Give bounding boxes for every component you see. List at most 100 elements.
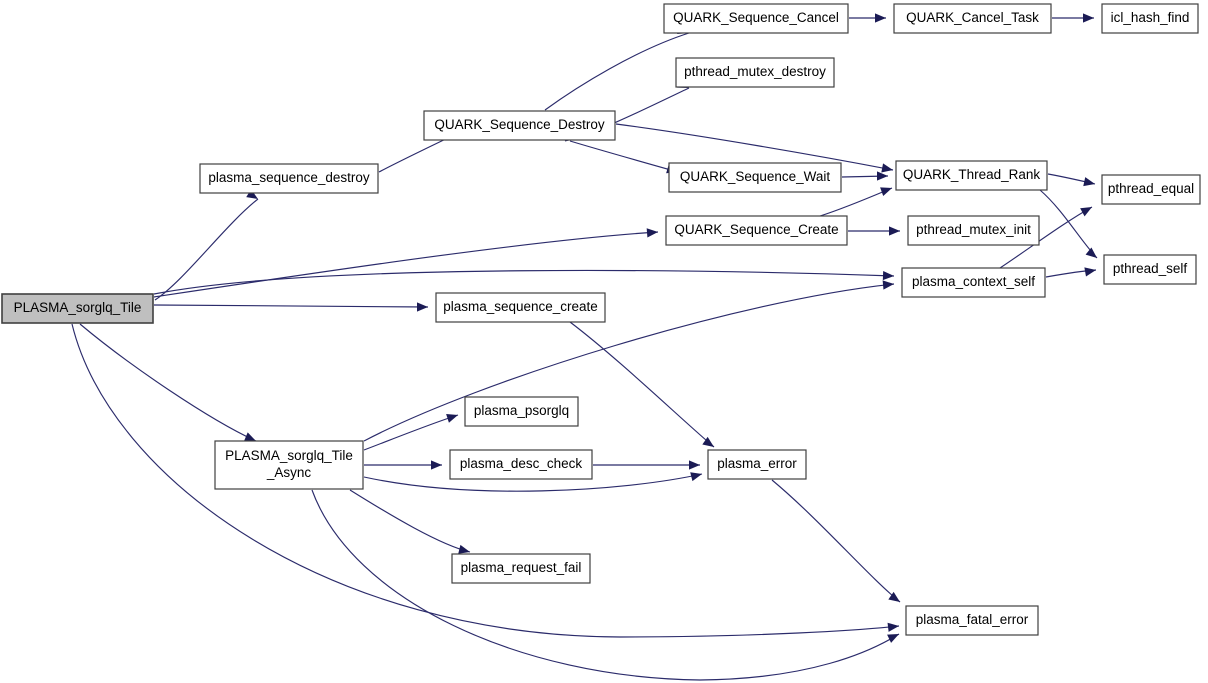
node-label-pthread_mutex_init: pthread_mutex_init xyxy=(916,222,1031,237)
node-box-pthread_mutex_destroy[interactable] xyxy=(675,57,835,88)
edge-plasma_sorglq_tile_async-to-plasma_request_fail xyxy=(349,489,471,553)
edge-plasma_sorglq_tile-to-plasma_sorglq_tile_async xyxy=(79,323,257,442)
node-box-plasma_request_fail[interactable] xyxy=(451,553,591,584)
arrowhead-plasma_sorglq_tile_async-to-plasma_psorglq xyxy=(446,413,458,423)
node-label-plasma_sequence_destroy: plasma_sequence_destroy xyxy=(208,170,370,185)
node-label-plasma_sequence_create: plasma_sequence_create xyxy=(443,299,598,314)
node-label-plasma_sorglq_tile_async: PLASMA_sorglq_Tile xyxy=(225,448,353,463)
arrowhead-quark_sequence_create-to-quark_thread_rank xyxy=(880,187,892,197)
node-box-plasma_psorglq[interactable] xyxy=(464,396,579,427)
arrowhead-quark_thread_rank-to-pthread_self xyxy=(1085,247,1097,258)
node-box-quark_sequence_destroy[interactable] xyxy=(423,110,616,141)
node-box-plasma_sequence_create[interactable] xyxy=(435,292,606,323)
node-pthread_equal[interactable]: pthread_equal xyxy=(1101,174,1201,205)
edge-plasma_sorglq_tile-to-plasma_fatal_error xyxy=(71,323,900,638)
arrowhead-plasma_sorglq_tile-to-plasma_fatal_error xyxy=(887,622,899,632)
node-plasma_context_self[interactable]: plasma_context_self xyxy=(901,267,1046,298)
node-box-plasma_fatal_error[interactable] xyxy=(905,605,1039,636)
edge-quark_sequence_destroy-to-quark_thread_rank xyxy=(615,123,894,171)
node-pthread_mutex_init[interactable]: pthread_mutex_init xyxy=(907,215,1040,246)
node-plasma_request_fail[interactable]: plasma_request_fail xyxy=(451,553,591,584)
node-label-plasma_context_self: plasma_context_self xyxy=(912,274,1035,289)
node-plasma_sorglq_tile_async[interactable]: PLASMA_sorglq_Tile _Async xyxy=(214,440,364,490)
node-box-plasma_context_self[interactable] xyxy=(901,267,1046,298)
node-icl_hash_find[interactable]: icl_hash_find xyxy=(1101,3,1199,34)
node-box-pthread_self[interactable] xyxy=(1103,254,1197,285)
node-label-quark_sequence_destroy: QUARK_Sequence_Destroy xyxy=(434,117,605,132)
node-quark_sequence_create[interactable]: QUARK_Sequence_Create xyxy=(665,215,848,246)
edge-plasma_sorglq_tile-to-quark_sequence_create xyxy=(153,231,659,298)
node-pthread_self[interactable]: pthread_self xyxy=(1103,254,1197,285)
node-quark_sequence_cancel[interactable]: QUARK_Sequence_Cancel xyxy=(663,3,849,34)
edge-plasma_sorglq_tile_async-to-plasma_error xyxy=(363,473,703,492)
node-box-plasma_error[interactable] xyxy=(707,449,807,480)
node-label-pthread_equal: pthread_equal xyxy=(1108,181,1194,196)
node-label-plasma_request_fail: plasma_request_fail xyxy=(461,560,582,575)
edge-plasma_sorglq_tile_async-to-plasma_psorglq xyxy=(363,414,459,451)
arrowhead-plasma_error-to-plasma_fatal_error xyxy=(888,591,900,602)
node-label-quark_thread_rank: QUARK_Thread_Rank xyxy=(903,167,1041,182)
node-box-quark_sequence_cancel[interactable] xyxy=(663,3,849,34)
node-plasma_sorglq_tile[interactable]: PLASMA_sorglq_Tile xyxy=(1,293,154,324)
node-box-quark_thread_rank[interactable] xyxy=(895,160,1048,191)
edge-plasma_sequence_destroy-to-quark_sequence_destroy xyxy=(378,135,453,173)
node-label-pthread_self: pthread_self xyxy=(1113,261,1188,276)
node-box-plasma_sorglq_tile_async[interactable] xyxy=(214,440,364,490)
node-label-plasma_fatal_error: plasma_fatal_error xyxy=(916,612,1029,627)
edge-plasma_error-to-plasma_fatal_error xyxy=(771,479,901,603)
arrowhead-plasma_sorglq_tile-to-plasma_context_self xyxy=(882,270,894,281)
nodes-layer: PLASMA_sorglq_Tile plasma_sequence_destro… xyxy=(1,3,1201,636)
node-plasma_desc_check[interactable]: plasma_desc_check xyxy=(449,449,593,480)
node-label-plasma_psorglq: plasma_psorglq xyxy=(474,403,569,418)
node-label-plasma_sorglq_tile_async: _Async xyxy=(266,465,312,480)
arrowhead-plasma_sorglq_tile_async-to-plasma_context_self xyxy=(882,280,894,290)
node-plasma_fatal_error[interactable]: plasma_fatal_error xyxy=(905,605,1039,636)
edge-plasma_sorglq_tile-to-plasma_sequence_create xyxy=(153,304,429,308)
node-box-quark_cancel_task[interactable] xyxy=(893,3,1052,34)
arrowhead-plasma_sorglq_tile-to-plasma_sorglq_tile_async xyxy=(244,432,256,441)
node-box-plasma_sorglq_tile[interactable] xyxy=(1,293,154,324)
node-box-pthread_mutex_init[interactable] xyxy=(907,215,1040,246)
arrowhead-plasma_context_self-to-pthread_equal xyxy=(1080,207,1092,217)
node-label-quark_sequence_create: QUARK_Sequence_Create xyxy=(674,222,838,237)
arrowhead-plasma_sorglq_tile-to-plasma_sequence_create xyxy=(417,302,428,312)
node-quark_sequence_wait[interactable]: QUARK_Sequence_Wait xyxy=(668,162,842,193)
edge-quark_sequence_destroy-to-quark_sequence_cancel xyxy=(544,32,690,111)
edge-quark_sequence_destroy-to-quark_sequence_wait xyxy=(569,140,679,173)
node-label-pthread_mutex_destroy: pthread_mutex_destroy xyxy=(684,64,826,79)
edge-quark_thread_rank-to-pthread_self xyxy=(1039,189,1098,259)
node-box-plasma_desc_check[interactable] xyxy=(449,449,593,480)
node-quark_cancel_task[interactable]: QUARK_Cancel_Task xyxy=(893,3,1052,34)
arrowhead-quark_thread_rank-to-pthread_equal xyxy=(1083,177,1095,187)
node-box-quark_sequence_wait[interactable] xyxy=(668,162,842,193)
arrowhead-plasma_sorglq_tile_async-to-plasma_request_fail xyxy=(458,544,470,554)
arrowhead-plasma_sorglq_tile_async-to-plasma_fatal_error xyxy=(887,634,899,643)
node-box-plasma_sequence_destroy[interactable] xyxy=(199,163,379,194)
arrowhead-quark_sequence_create-to-pthread_mutex_init xyxy=(889,226,900,236)
node-box-quark_sequence_create[interactable] xyxy=(665,215,848,246)
arrowhead-plasma_context_self-to-pthread_self xyxy=(1084,267,1096,277)
node-box-pthread_equal[interactable] xyxy=(1101,174,1201,205)
node-label-plasma_sorglq_tile: PLASMA_sorglq_Tile xyxy=(14,300,142,315)
arrowhead-plasma_sorglq_tile_async-to-plasma_desc_check xyxy=(431,460,442,470)
edge-plasma_sequence_create-to-plasma_error xyxy=(569,321,715,448)
arrowhead-quark_sequence_wait-to-quark_thread_rank xyxy=(877,171,888,181)
node-label-icl_hash_find: icl_hash_find xyxy=(1111,10,1190,25)
node-quark_thread_rank[interactable]: QUARK_Thread_Rank xyxy=(895,160,1048,191)
node-box-icl_hash_find[interactable] xyxy=(1101,3,1199,34)
arrowhead-quark_cancel_task-to-icl_hash_find xyxy=(1083,13,1094,23)
arrowhead-plasma_sequence_create-to-plasma_error xyxy=(702,436,714,447)
node-plasma_psorglq[interactable]: plasma_psorglq xyxy=(464,396,579,427)
node-label-quark_sequence_wait: QUARK_Sequence_Wait xyxy=(680,169,831,184)
node-plasma_error[interactable]: plasma_error xyxy=(707,449,807,480)
node-plasma_sequence_create[interactable]: plasma_sequence_create xyxy=(435,292,606,323)
node-pthread_mutex_destroy[interactable]: pthread_mutex_destroy xyxy=(675,57,835,88)
arrowhead-plasma_desc_check-to-plasma_error xyxy=(689,460,700,470)
node-quark_sequence_destroy[interactable]: QUARK_Sequence_Destroy xyxy=(423,110,616,141)
node-plasma_sequence_destroy[interactable]: plasma_sequence_destroy xyxy=(199,163,379,194)
edge-plasma_sorglq_tile-to-plasma_context_self xyxy=(153,269,895,295)
edge-plasma_sorglq_tile_async-to-plasma_fatal_error xyxy=(311,489,900,681)
arrowhead-quark_sequence_destroy-to-quark_thread_rank xyxy=(881,163,893,173)
node-label-plasma_desc_check: plasma_desc_check xyxy=(460,456,583,471)
